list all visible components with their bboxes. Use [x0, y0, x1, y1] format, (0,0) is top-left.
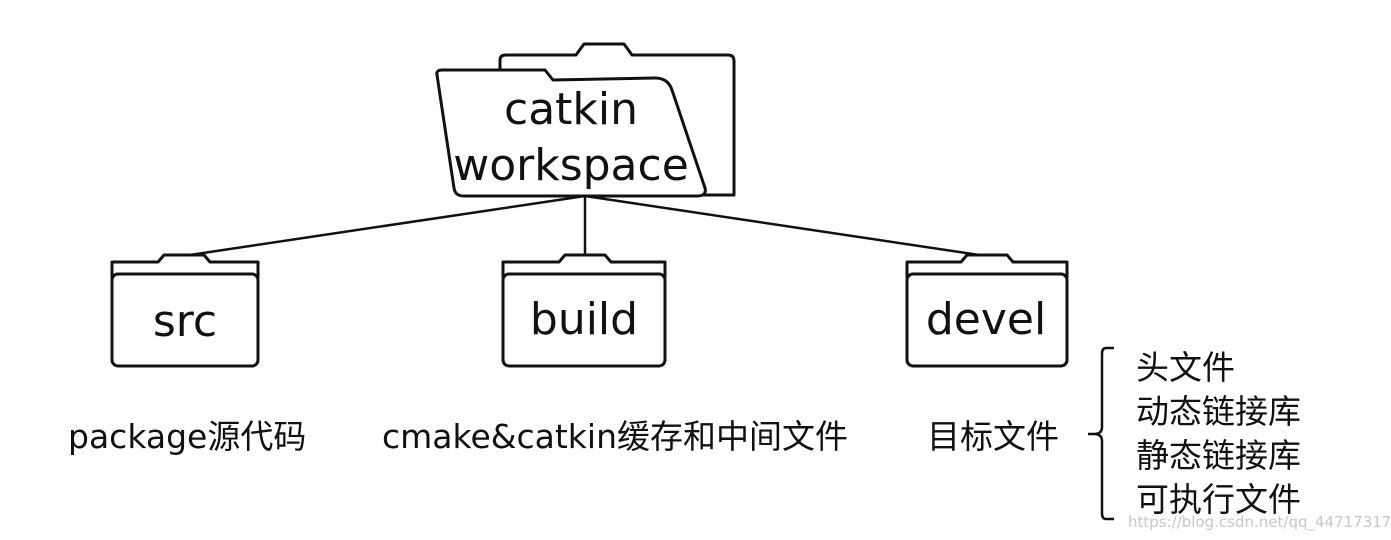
devel-content-item: 动态链接库: [1136, 392, 1301, 431]
src-folder-label: src: [153, 296, 217, 347]
watermark-text: https://blog.csdn.net/qq_44717317: [1128, 513, 1391, 531]
workspace-label-line1: catkin: [504, 84, 638, 135]
workspace-folder-front: [435, 68, 707, 198]
folder-icon-workspace: catkin workspace: [435, 42, 736, 198]
devel-folder-back: [905, 253, 1069, 278]
src-folder-back: [110, 253, 260, 278]
edge-workspace-devel: [584, 194, 987, 258]
devel-folder-label: devel: [926, 294, 1046, 345]
devel-content-item: 可执行文件: [1136, 480, 1301, 519]
build-description: cmake&catkin缓存和中间文件: [382, 417, 848, 456]
build-folder-label: build: [530, 294, 638, 345]
devel-description: 目标文件: [927, 417, 1059, 456]
devel-folder-body: [905, 272, 1069, 368]
folder-icon-build: build: [501, 253, 667, 368]
build-folder-body: [501, 272, 667, 368]
build-folder-back: [501, 253, 667, 278]
src-description: package源代码: [68, 417, 307, 456]
devel-content-item: 静态链接库: [1136, 436, 1301, 475]
workspace-label-line2: workspace: [453, 140, 689, 191]
src-folder-body: [110, 272, 260, 368]
edge-workspace-src: [182, 194, 586, 258]
folder-icon-devel: devel: [905, 253, 1069, 368]
devel-content-item: 头文件: [1136, 348, 1235, 387]
devel-contents-brace: [1088, 346, 1114, 521]
folder-icon-src: src: [110, 253, 260, 368]
